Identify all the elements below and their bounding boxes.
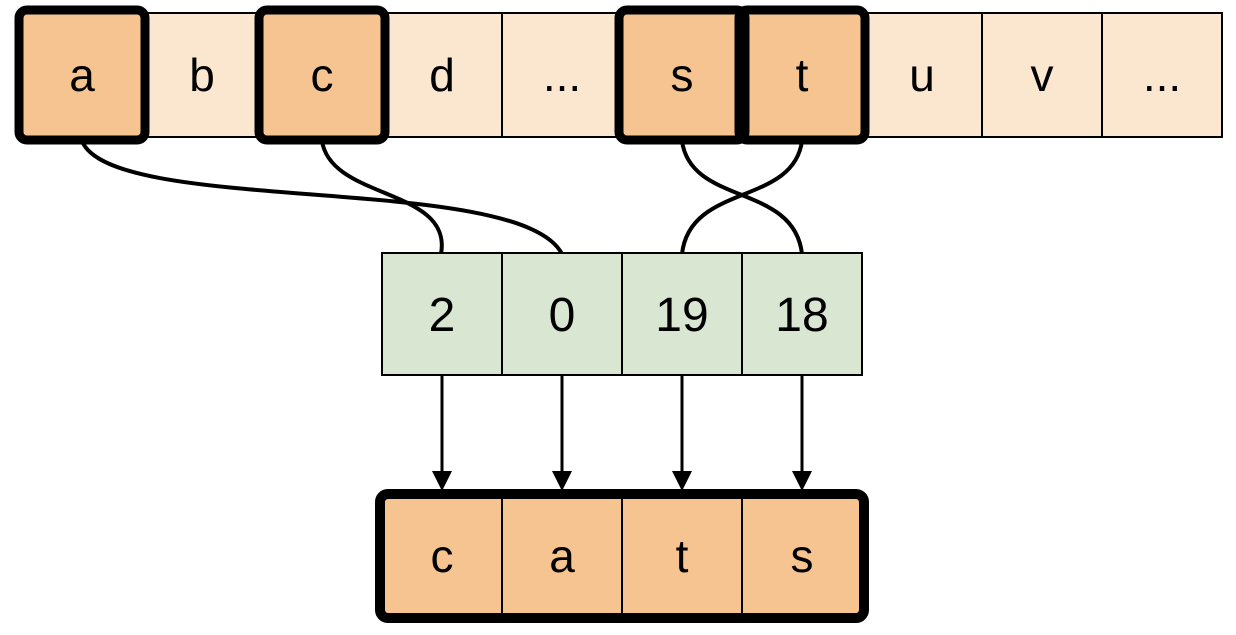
index-value-19: 19 <box>655 289 708 342</box>
alphabet-cell-ellipsis2-box <box>1101 12 1223 138</box>
index-row: 2 0 19 18 <box>381 252 863 376</box>
alphabet-cell-ellipsis1-box <box>501 12 623 138</box>
word-letter-c: c <box>431 530 454 582</box>
alphabet-label-t: t <box>796 49 809 101</box>
index-cell-2-box <box>381 252 503 376</box>
mapping-curve-a-to-0 <box>80 140 564 255</box>
alphabet-label-a: a <box>69 49 95 101</box>
mapping-curve-s-to-18 <box>680 140 804 255</box>
index-cell-18-box <box>741 252 863 376</box>
highlight-ring-a <box>14 5 150 145</box>
word-row-thick-border <box>375 489 869 623</box>
alphabet-label-d: d <box>429 49 455 101</box>
highlight-ring-c <box>254 5 390 145</box>
word-letter-a: a <box>549 530 575 582</box>
highlight-ring-t <box>734 5 870 145</box>
alphabet-label-s: s <box>671 49 694 101</box>
highlight-ring-s <box>614 5 750 145</box>
index-to-word-arrows <box>432 376 812 491</box>
alphabet-cell-v-box <box>981 12 1103 138</box>
alphabet-cell-b-box <box>141 12 263 138</box>
word-letter-s: s <box>791 530 814 582</box>
word-row: c a t s <box>375 489 869 623</box>
alphabet-label-b: b <box>189 49 215 101</box>
index-value-2: 2 <box>429 289 456 342</box>
alphabet-label-ellipsis1: ... <box>543 49 581 101</box>
mapping-curve-t-to-19 <box>680 140 804 255</box>
index-value-18: 18 <box>775 289 828 342</box>
index-cell-0-box <box>501 252 623 376</box>
alphabet-label-u: u <box>909 49 935 101</box>
alphabet-row: a b c d ... s t u v ... <box>14 5 1223 145</box>
alphabet-cell-a-box <box>21 12 143 138</box>
letter-to-index-curves <box>80 140 804 255</box>
index-value-0: 0 <box>549 289 576 342</box>
mapping-curve-c-to-2 <box>320 140 444 255</box>
word-cell-a-box <box>501 495 623 617</box>
alphabet-label-c: c <box>311 49 334 101</box>
alphabet-label-ellipsis2: ... <box>1143 49 1181 101</box>
alphabet-label-v: v <box>1031 49 1054 101</box>
word-letter-t: t <box>676 530 689 582</box>
index-cell-19-box <box>621 252 743 376</box>
